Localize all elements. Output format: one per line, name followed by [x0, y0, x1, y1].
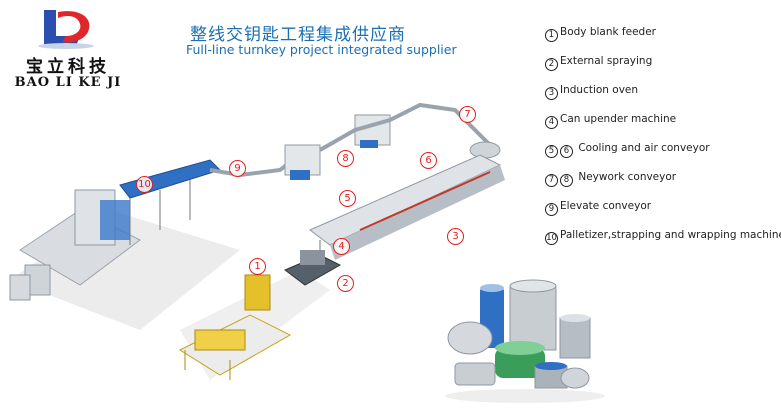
page-title-en: Full-line turnkey project integrated sup… [186, 42, 457, 57]
production-line-drawing [9, 102, 505, 380]
legend-number: 10 [545, 232, 558, 245]
legend-label: Cooling and air conveyor [578, 142, 710, 154]
legend-number: 7 [545, 174, 558, 187]
legend-label: Induction oven [560, 84, 639, 96]
marker-4: 4 [333, 238, 350, 255]
logo-mark-icon [38, 10, 94, 49]
legend-number: 4 [545, 116, 558, 129]
marker-7: 7 [459, 106, 476, 123]
marker-9: 9 [229, 160, 246, 177]
legend-label: External spraying [560, 55, 653, 67]
brand-name-cn: 宝立科技 [26, 57, 110, 77]
legend-label: Elevate conveyor [560, 200, 652, 212]
legend-number: 8 [560, 174, 573, 187]
brand-name-en: BAO LI KE JI [14, 75, 122, 90]
cans-drawing [445, 279, 605, 403]
page-title-cn: 整线交钥匙工程集成供应商 [190, 25, 406, 45]
legend-number: 3 [545, 87, 558, 100]
marker-5: 5 [339, 190, 356, 207]
legend-number: 5 [545, 145, 558, 158]
legend-label: Can upender machine [560, 113, 677, 125]
legend-number: 9 [545, 203, 558, 216]
legend-label: Neywork conveyor [578, 171, 677, 183]
logo: 宝立科技 BAO LI KE JI [12, 6, 124, 94]
legend-label: Palletizer,strapping and wrapping machin… [560, 229, 781, 241]
marker-10: 10 [136, 176, 153, 193]
marker-2: 2 [337, 275, 354, 292]
production-line-illustration: 1 2 3 4 5 6 7 8 9 10 [0, 80, 540, 405]
marker-1: 1 [249, 258, 266, 275]
legend-number: 1 [545, 29, 558, 42]
marker-6: 6 [420, 152, 437, 169]
marker-8: 8 [337, 150, 354, 167]
legend-number: 2 [545, 58, 558, 71]
marker-3: 3 [447, 228, 464, 245]
legend-number: 6 [560, 145, 573, 158]
cans-product-image [440, 278, 610, 405]
legend-label: Body blank feeder [560, 26, 656, 38]
